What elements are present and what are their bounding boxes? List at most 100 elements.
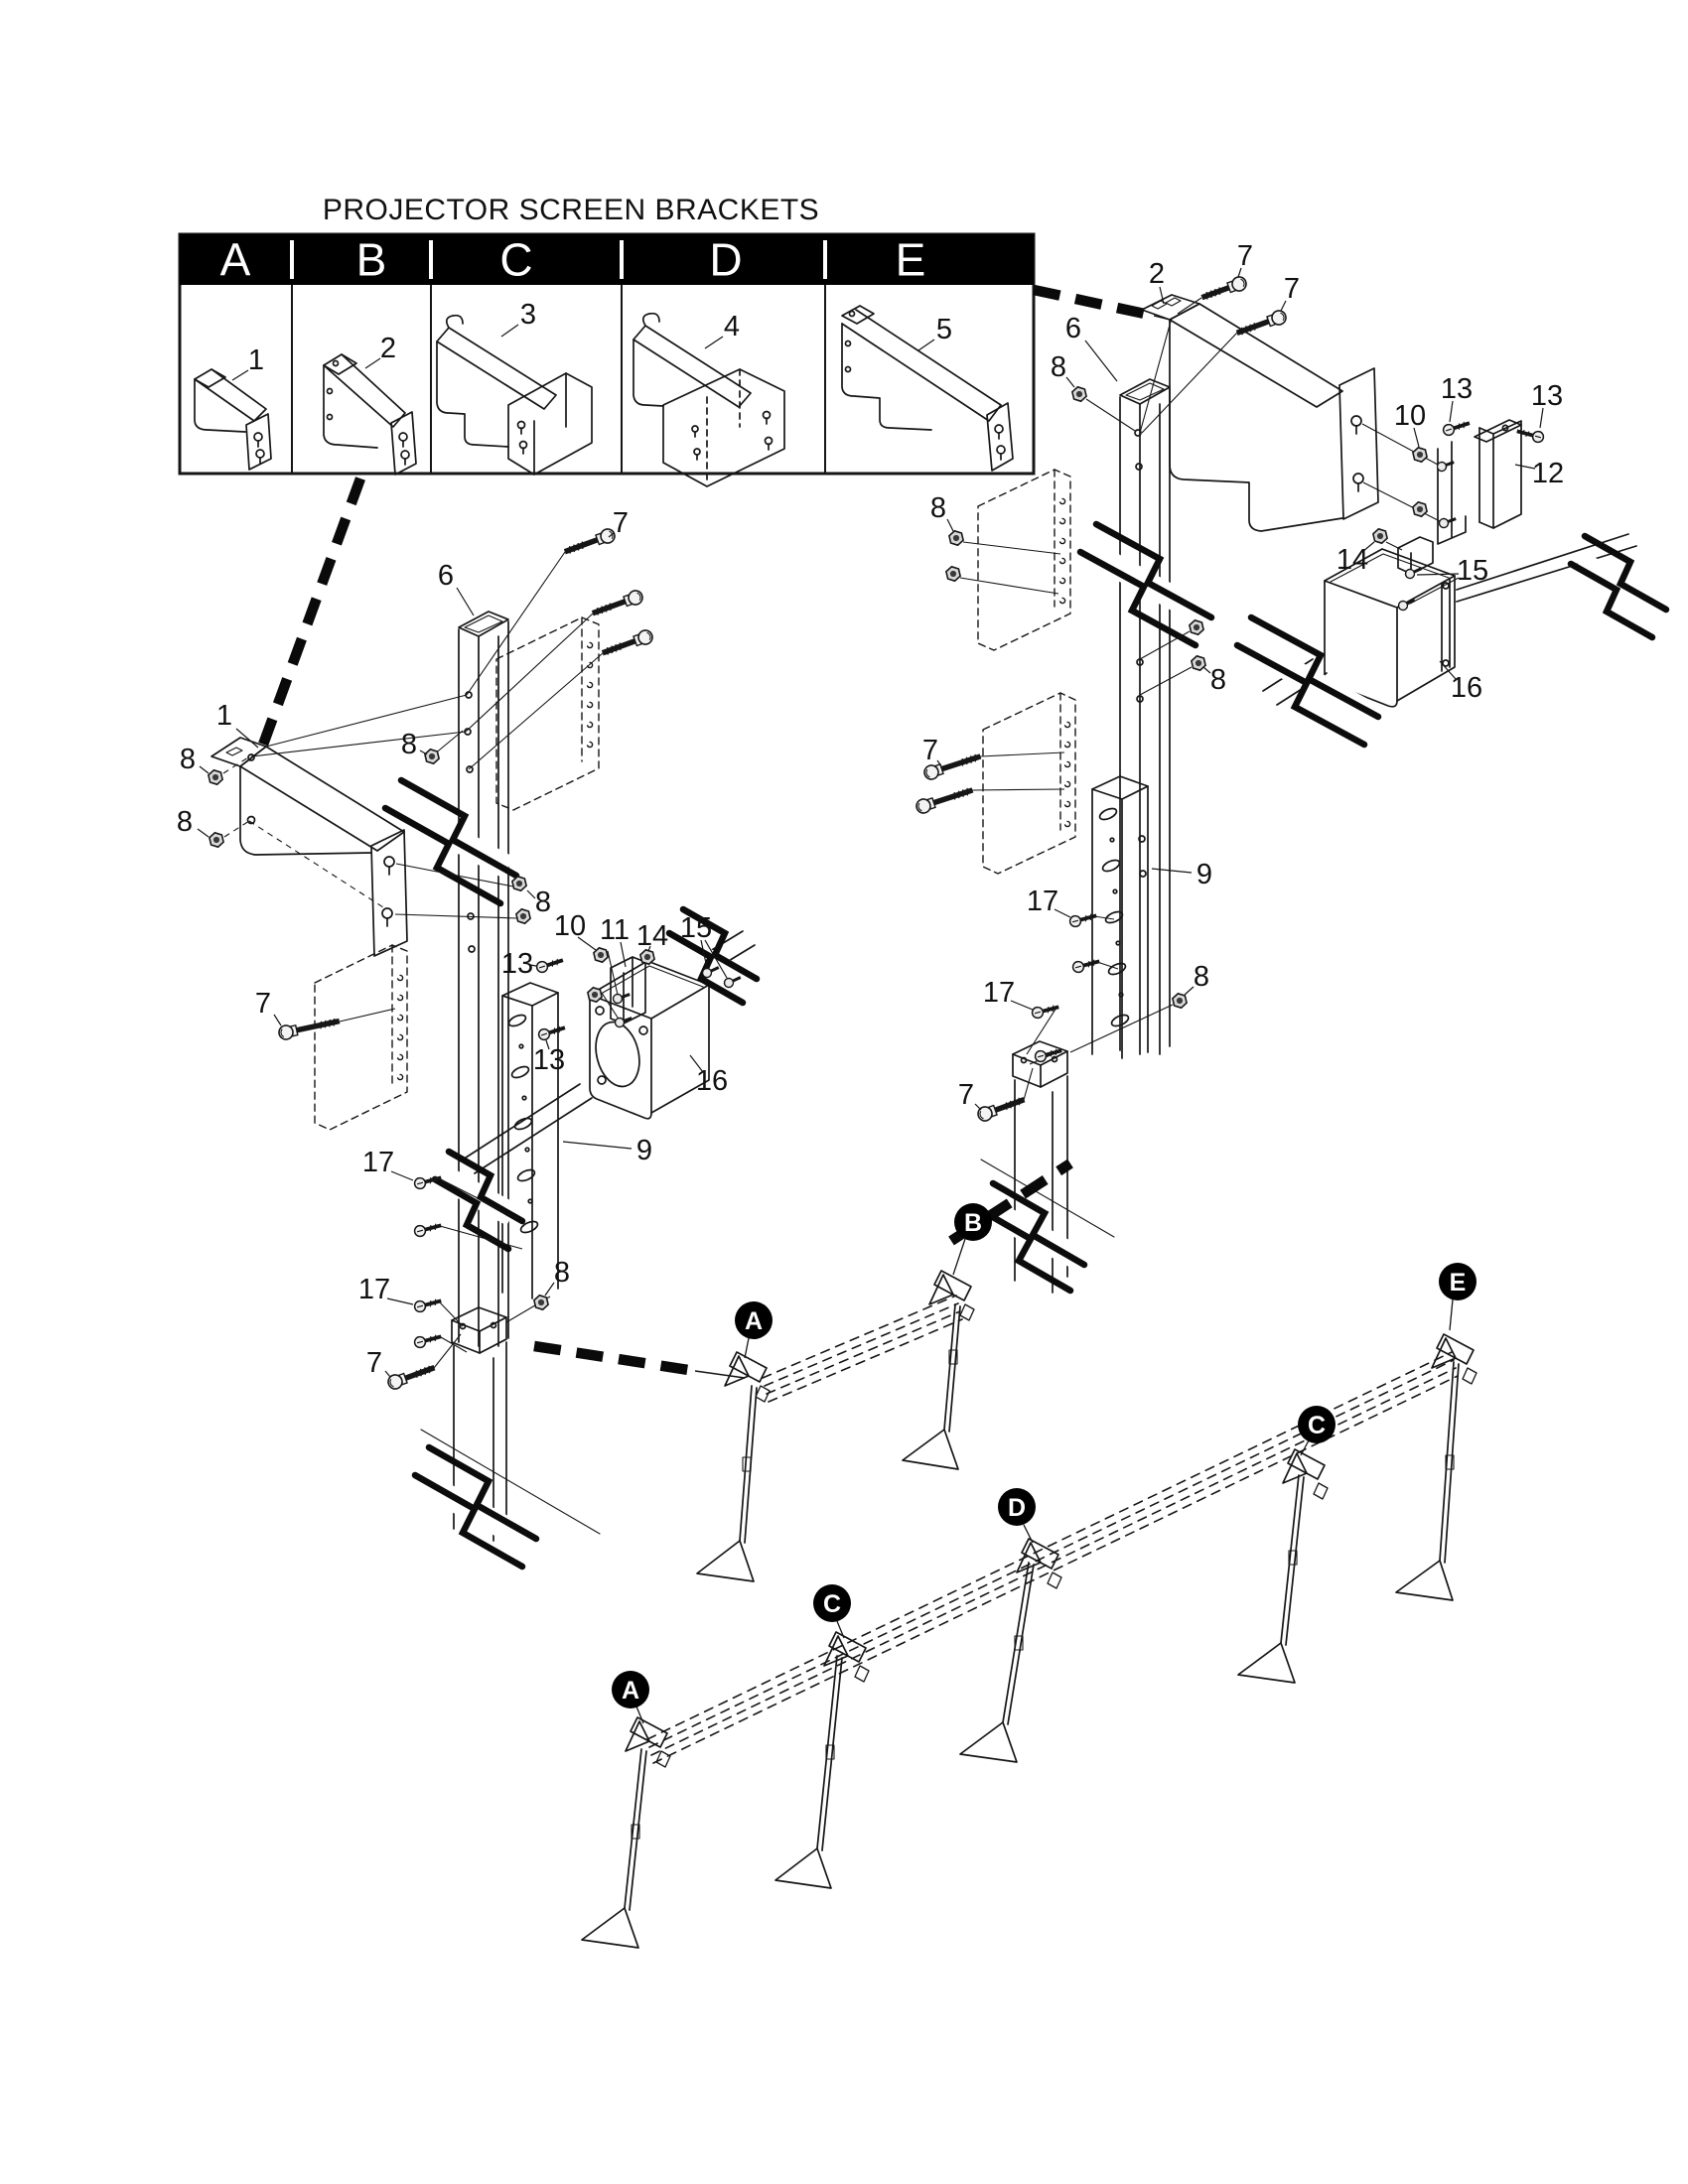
marker-leader: [1300, 1439, 1310, 1456]
stud-fastener: [1436, 461, 1455, 473]
callout-17: 17: [983, 977, 1015, 1009]
leader-link-lines: [222, 297, 1441, 1379]
screw-fastener: [1071, 959, 1100, 974]
callout-leader: [704, 939, 728, 979]
leader-line: [1139, 666, 1193, 696]
callout-leader: [946, 518, 954, 532]
marker-leader: [1449, 1298, 1454, 1331]
leader-line: [433, 730, 464, 755]
callout-leader: [456, 587, 475, 616]
stud-fastener: [701, 966, 720, 979]
nut-fastener: [424, 748, 440, 765]
leader-line: [1026, 1007, 1057, 1055]
right-wall-plates-dashed: [977, 469, 1076, 875]
page-title: PROJECTOR SCREEN BRACKETS: [323, 194, 819, 226]
nut-fastener: [511, 875, 527, 892]
left-wall-bracket-part1: [211, 737, 408, 957]
nut-fastener: [1071, 385, 1087, 403]
rail-bracket: [823, 1631, 870, 1683]
leader-line: [468, 652, 604, 770]
right-post-part6: [1119, 378, 1171, 1055]
callout-leader: [1409, 577, 1460, 605]
screw-fastener: [413, 1223, 442, 1238]
callout-10: 10: [554, 910, 586, 942]
callout-leader: [1280, 300, 1287, 312]
callout-10: 10: [1394, 400, 1426, 432]
nut-fastener: [945, 565, 961, 583]
leader-tip: [694, 1370, 746, 1379]
screw-fastener: [1034, 1048, 1062, 1063]
screw-fastener: [413, 1334, 442, 1349]
marker-leader: [635, 1706, 644, 1724]
rail-bracket: [724, 1351, 771, 1403]
leader-line: [1177, 297, 1202, 315]
leader-line: [223, 820, 250, 838]
rail-bracket: [1282, 1448, 1329, 1500]
nut-fastener: [587, 986, 603, 1004]
stud-fastener: [723, 976, 742, 989]
callout-2: 2: [380, 333, 396, 364]
callout-leader: [620, 941, 627, 968]
leader-line: [1139, 317, 1173, 434]
circled-letter-text: E: [1450, 1269, 1467, 1297]
table-header-c: C: [499, 234, 532, 286]
callout-5: 5: [936, 314, 952, 345]
table-header-band: [180, 234, 1034, 285]
marker-leader: [836, 1620, 845, 1639]
bolt-fastener: [915, 787, 974, 814]
leader-line: [959, 577, 1059, 595]
hanger-straps: [581, 1303, 1460, 1949]
callout-leader: [1054, 908, 1071, 918]
leader-line: [439, 1225, 523, 1250]
callout-leader: [700, 939, 708, 969]
callout-leader: [974, 1103, 982, 1111]
callout-leader: [1084, 340, 1118, 382]
bolt-fastener: [591, 590, 643, 616]
table-header-d: D: [709, 234, 742, 286]
leader-line: [1139, 630, 1191, 660]
callout-1: 1: [248, 344, 264, 376]
circled-letter-text: C: [823, 1590, 841, 1618]
back-rail-dashed: [762, 1295, 963, 1403]
screw-fastener: [1068, 913, 1097, 928]
leader-line: [438, 1177, 519, 1220]
callout-14: 14: [636, 920, 668, 952]
callout-16: 16: [696, 1065, 728, 1097]
screw-fastener: [1442, 421, 1471, 437]
callout-8: 8: [930, 492, 946, 524]
callout-leader: [1514, 464, 1536, 470]
leader-line: [465, 613, 594, 733]
callout-6: 6: [1065, 313, 1081, 344]
callout-8: 8: [1194, 961, 1209, 993]
leader-line: [433, 1333, 462, 1369]
callout-leader: [1361, 541, 1375, 553]
callout-12: 12: [1532, 458, 1564, 489]
callout-leader: [1159, 286, 1165, 305]
leader-line: [222, 756, 249, 774]
rail-bracket: [1431, 1333, 1477, 1385]
callout-7: 7: [958, 1079, 974, 1111]
callout-4: 4: [724, 311, 740, 342]
callout-leader: [384, 1370, 391, 1378]
callout-leader: [577, 936, 597, 951]
right-post-bottom-bracket: [980, 1040, 1115, 1294]
callout-14: 14: [1336, 544, 1368, 576]
callout-leader: [689, 1054, 704, 1073]
leader-line: [1096, 961, 1119, 970]
callout-leader: [199, 765, 210, 774]
callout-leader: [1202, 666, 1211, 674]
right-bracket-part12: [1437, 419, 1522, 545]
callout-leader: [526, 889, 536, 899]
leader-line: [438, 1300, 464, 1327]
nut-fastener: [533, 1294, 549, 1311]
callout-leader: [704, 336, 724, 349]
callout-leader: [1449, 400, 1454, 423]
callout-leader: [1439, 660, 1457, 680]
callout-15: 15: [1457, 555, 1488, 587]
leader-line: [395, 863, 514, 887]
right-clip-bracket: [1397, 536, 1434, 575]
marker-leader: [1023, 1524, 1034, 1544]
bolt-fastener: [563, 528, 616, 555]
callout-8: 8: [1210, 664, 1226, 696]
